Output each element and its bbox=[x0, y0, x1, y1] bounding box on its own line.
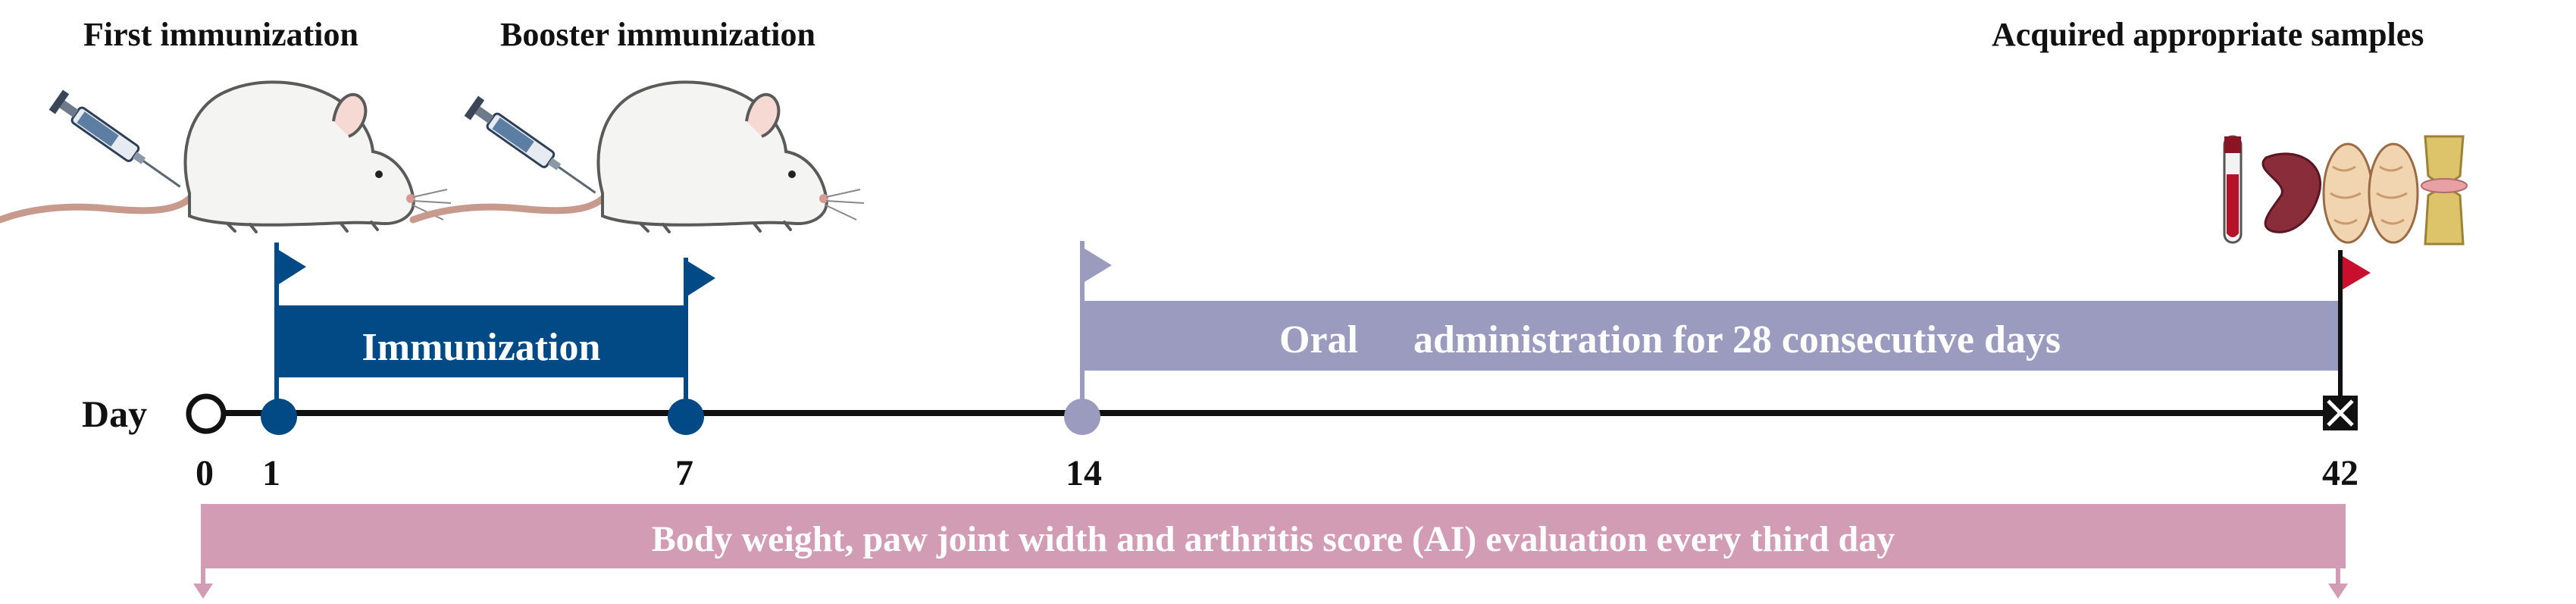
heading-first-immunization: First immunization bbox=[83, 16, 358, 53]
lymph-node-icon bbox=[2322, 142, 2419, 244]
tick-0: 0 bbox=[196, 453, 214, 493]
oral-bar-label: Oral bbox=[1279, 318, 1358, 361]
heading-booster-immunization: Booster immunization bbox=[500, 16, 815, 53]
syringe-icon-2 bbox=[463, 95, 604, 204]
immunization-bar bbox=[277, 305, 686, 377]
spleen-icon bbox=[2261, 152, 2321, 233]
tick-7: 7 bbox=[675, 453, 693, 493]
tick-14: 14 bbox=[1066, 453, 1102, 493]
joint-icon bbox=[2421, 135, 2468, 246]
blood-tube-icon bbox=[2223, 135, 2243, 244]
tick-42: 42 bbox=[2322, 453, 2358, 493]
oral-administration-bar bbox=[1082, 301, 2339, 371]
tick-1: 1 bbox=[262, 453, 280, 493]
evaluation-bar bbox=[201, 504, 2346, 568]
day-label: Day bbox=[82, 393, 147, 435]
day-marker-42 bbox=[2323, 396, 2358, 430]
day-marker-14 bbox=[1064, 399, 1100, 435]
day-marker-0 bbox=[186, 393, 227, 434]
day-marker-7 bbox=[668, 399, 704, 435]
immunization-bar-label: Immunization bbox=[362, 326, 601, 369]
evaluation-bar-label: Body weight, paw joint width and arthrit… bbox=[652, 519, 1895, 559]
oral-bar-label-rest: administration for 28 consecutive days bbox=[1413, 318, 2061, 361]
syringe-icon-1 bbox=[48, 89, 189, 198]
day-marker-1 bbox=[261, 399, 297, 435]
heading-acquired-samples: Acquired appropriate samples bbox=[1992, 16, 2424, 53]
